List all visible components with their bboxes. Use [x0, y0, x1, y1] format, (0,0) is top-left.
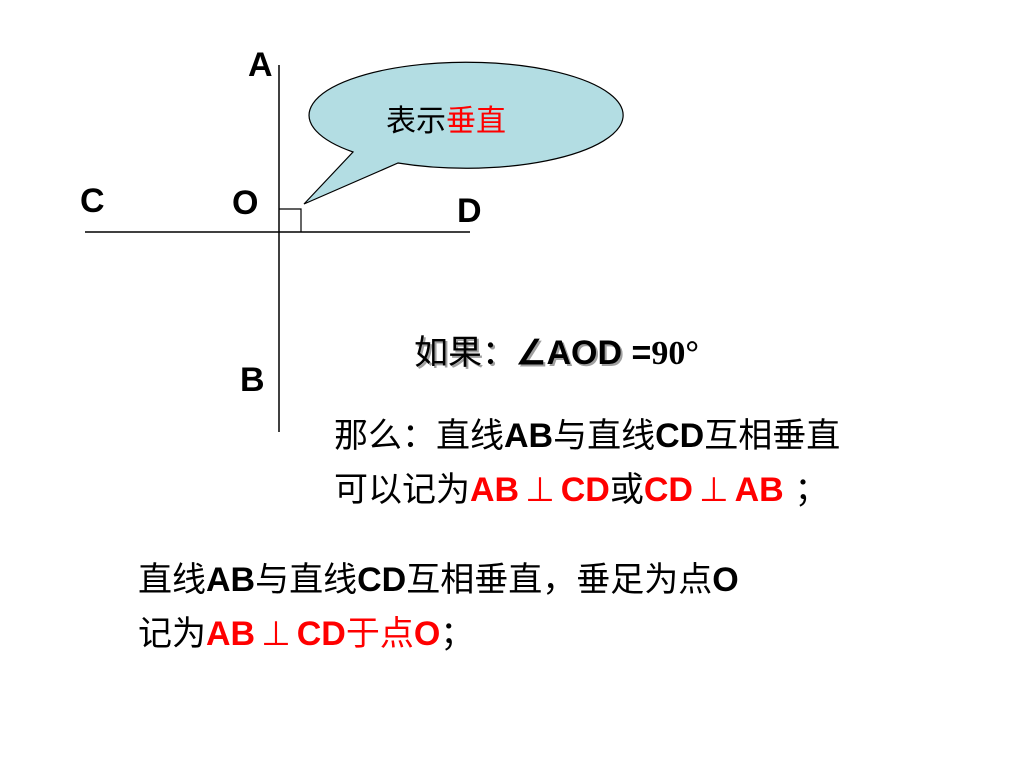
- notation-ab: AB: [470, 471, 520, 509]
- angle-symbol: ∠: [516, 334, 547, 372]
- notation-prefix: 可以记为: [334, 470, 470, 510]
- point-label-d: D: [457, 192, 482, 230]
- notation-cd-2: CD: [643, 471, 693, 509]
- def-text-e: 互相垂直，垂足为点: [406, 560, 713, 600]
- result-text-c: 与直线: [553, 416, 656, 456]
- def-notation-cd: CD: [296, 615, 346, 653]
- condition-line: 如果：∠AOD =90°: [414, 333, 699, 375]
- def-text-a: 直线: [138, 560, 206, 600]
- point-label-o: O: [232, 184, 259, 222]
- right-angle-mark: [279, 208, 302, 232]
- callout-text-black: 表示: [386, 104, 446, 139]
- result-text-ab: AB: [504, 417, 554, 455]
- result-text-a: 那么：直线: [334, 416, 504, 456]
- result-line-1: 那么：直线AB与直线CD互相垂直: [334, 416, 840, 457]
- point-label-a: A: [248, 46, 273, 84]
- def-notation-end: ；: [440, 614, 475, 654]
- def-text-c: 与直线: [255, 560, 358, 600]
- def-notation-o: O: [413, 615, 441, 653]
- result-line-2: 可以记为AB⊥CD或CD⊥AB ；: [334, 470, 829, 511]
- callout-text: 表示垂直: [386, 96, 506, 140]
- point-label-c: C: [80, 182, 105, 220]
- def-text-cd: CD: [357, 561, 407, 599]
- def-text-ab: AB: [206, 561, 256, 599]
- result-text-e: 互相垂直: [704, 416, 841, 456]
- def-text-o: O: [712, 561, 739, 599]
- condition-equals: =: [622, 334, 652, 372]
- notation-cd: CD: [560, 471, 610, 509]
- condition-value: 90°: [651, 335, 699, 372]
- callout-text-red: 垂直: [446, 104, 506, 139]
- point-label-b: B: [240, 361, 265, 399]
- notation-end: ；: [783, 470, 829, 510]
- notation-or: 或: [609, 470, 644, 510]
- def-notation-ab: AB: [206, 615, 256, 653]
- def-perp-symbol: ⊥: [261, 614, 291, 654]
- condition-prefix: 如果：: [414, 333, 516, 373]
- def-notation-at: 于点: [345, 614, 414, 654]
- definition-line-2: 记为AB⊥CD于点O；: [138, 614, 474, 655]
- angle-name: AOD: [546, 334, 623, 372]
- result-text-cd: CD: [655, 417, 705, 455]
- perp-symbol-2: ⊥: [698, 470, 729, 510]
- def-notation-prefix: 记为: [138, 614, 206, 654]
- notation-ab-2: AB: [734, 471, 784, 509]
- definition-line-1: 直线AB与直线CD互相垂直，垂足为点O: [138, 560, 739, 601]
- callout-bubble: [303, 61, 624, 205]
- perp-symbol: ⊥: [525, 470, 555, 510]
